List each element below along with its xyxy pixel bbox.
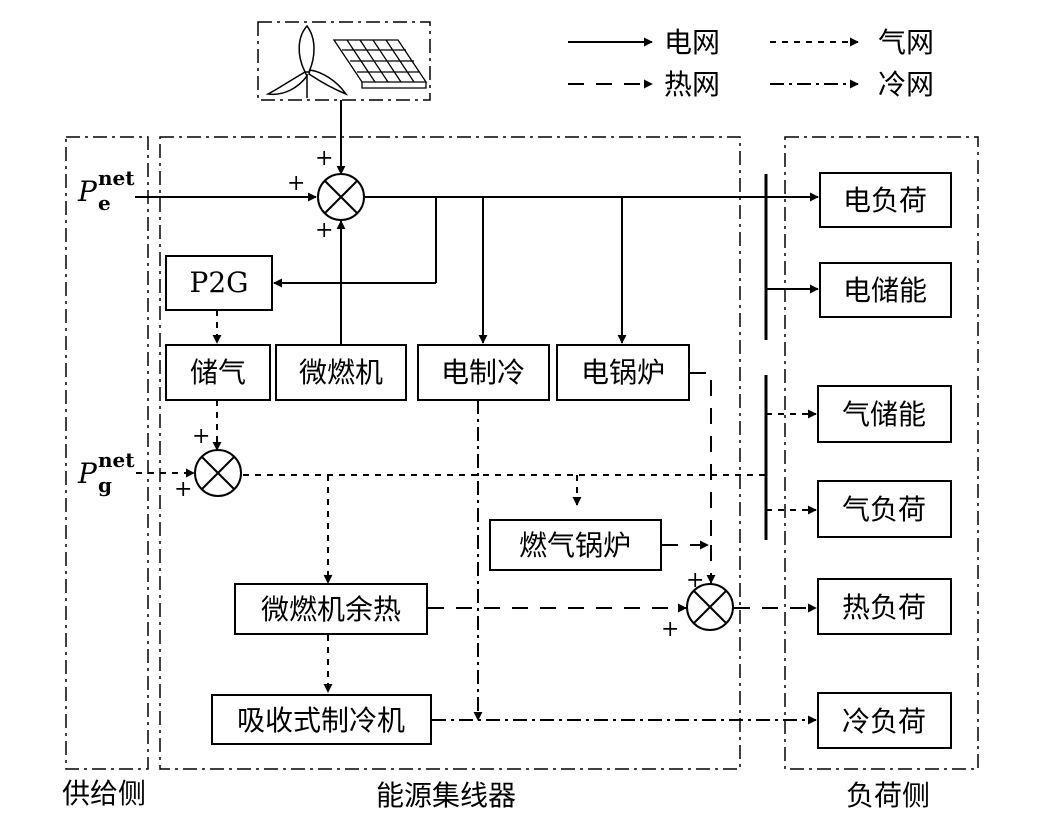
electric-top-plus: + xyxy=(315,146,333,171)
pe-superscript: net xyxy=(98,166,135,190)
legend-heat: 热网 xyxy=(568,68,720,101)
gas-load-block: 气负荷 xyxy=(817,480,952,538)
wind-turbine-icon xyxy=(265,24,349,98)
absorption-chiller-block: 吸收式制冷机 xyxy=(211,694,432,745)
heat-sum-node xyxy=(686,583,734,631)
gas-storage-load-block: 气储能 xyxy=(817,385,952,443)
legend-electric: 电网 xyxy=(568,26,720,59)
electric-load-block: 电负荷 xyxy=(819,172,952,228)
energy-hub-box xyxy=(159,136,741,770)
cold-load-label: 冷负荷 xyxy=(842,705,926,738)
gas-boiler-block: 燃气锅炉 xyxy=(489,519,662,571)
legend-electric-label: 电网 xyxy=(664,26,720,59)
renewable-source-box xyxy=(257,21,431,101)
gas-storage-block: 储气 xyxy=(165,344,271,401)
heat-load-block: 热负荷 xyxy=(817,578,952,635)
heat-left-plus: + xyxy=(661,617,679,642)
solar-panel-icon xyxy=(332,39,428,89)
micro-turbine-label: 微燃机 xyxy=(299,356,383,389)
pg-subscript: g xyxy=(98,473,112,497)
p2g-block: P2G xyxy=(165,255,273,311)
p2g-label: P2G xyxy=(189,266,248,299)
gas-top-plus: + xyxy=(192,424,210,449)
turbine-waste-heat-label: 微燃机余热 xyxy=(261,593,401,626)
electric-boiler-block: 电锅炉 xyxy=(556,344,690,401)
gas-load-label: 气负荷 xyxy=(842,493,926,526)
electric-storage-block: 电储能 xyxy=(819,262,952,318)
legend: 电网 气网 热网 冷网 xyxy=(568,26,934,101)
plus-signs: + + + + + + + xyxy=(174,146,704,642)
pg-symbol: P xyxy=(77,457,98,490)
electric-storage-label: 电储能 xyxy=(843,274,927,307)
legend-gas: 气网 xyxy=(770,26,934,59)
gas-left-plus: + xyxy=(174,477,192,502)
gas-storage-load-label: 气储能 xyxy=(842,398,926,431)
absorption-chiller-label: 吸收式制冷机 xyxy=(237,704,405,737)
gas-sum-node xyxy=(194,449,242,497)
load-side-label: 负荷侧 xyxy=(846,779,930,812)
gas-boiler-label: 燃气锅炉 xyxy=(519,529,631,562)
electric-chiller-block: 电制冷 xyxy=(417,344,550,401)
electric-links xyxy=(135,100,819,540)
pe-symbol: P xyxy=(77,175,98,208)
energy-hub-label: 能源集线器 xyxy=(376,779,516,812)
heat-links xyxy=(428,372,817,613)
cold-load-block: 冷负荷 xyxy=(817,692,952,749)
turbine-waste-heat-block: 微燃机余热 xyxy=(234,583,428,635)
legend-cold-label: 冷网 xyxy=(878,68,934,101)
pe-subscript: e xyxy=(98,191,111,215)
pg-superscript: net xyxy=(98,448,135,472)
gas-storage-label: 储气 xyxy=(190,356,246,389)
electric-input-label: P e net xyxy=(77,166,135,215)
cold-links xyxy=(432,400,817,725)
supply-side-label: 供给侧 xyxy=(62,777,146,810)
micro-turbine-block: 微燃机 xyxy=(275,344,407,401)
electric-boiler-label: 电锅炉 xyxy=(581,356,665,389)
legend-gas-label: 气网 xyxy=(878,26,934,59)
electric-bottom-plus: + xyxy=(315,218,333,243)
legend-cold: 冷网 xyxy=(770,68,934,101)
heat-top-plus: + xyxy=(686,568,704,593)
legend-heat-label: 热网 xyxy=(664,68,720,101)
electric-left-plus: + xyxy=(287,171,305,196)
electric-sum-node xyxy=(317,173,365,221)
electric-chiller-label: 电制冷 xyxy=(441,356,525,389)
electric-load-label: 电负荷 xyxy=(843,184,927,217)
load-side-box xyxy=(784,136,979,770)
heat-load-label: 热负荷 xyxy=(842,591,926,624)
gas-links xyxy=(136,310,817,693)
supply-side-box xyxy=(65,136,149,770)
gas-input-label: P g net xyxy=(77,448,135,497)
